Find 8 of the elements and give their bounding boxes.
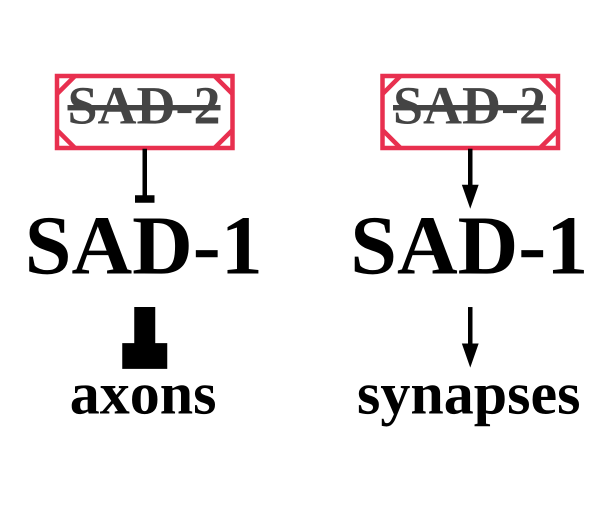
- node-text: SAD-1: [350, 200, 588, 293]
- node-text: SAD-1: [24, 200, 263, 293]
- connector: [135, 148, 154, 203]
- arrow: [462, 148, 479, 209]
- arrow: [462, 307, 479, 368]
- node-text: synapses: [357, 360, 580, 426]
- node-text: axons: [70, 360, 216, 426]
- connector: [122, 307, 168, 369]
